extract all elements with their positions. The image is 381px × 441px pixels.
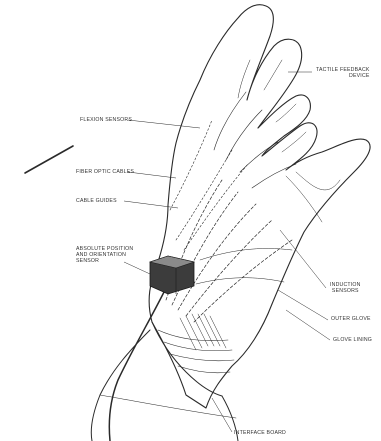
label-cable-guides: CABLE GUIDES: [76, 198, 117, 204]
label-outer-glove: OUTER GLOVE: [331, 316, 371, 322]
label-interface-board: INTERFACE BOARD: [234, 430, 286, 436]
interface-board-hatch: [180, 314, 226, 350]
position-sensor-box: [150, 256, 194, 294]
glove-cuff: [152, 322, 222, 396]
label-flexion-sensors: FLEXION SENSORS: [80, 117, 132, 123]
label-tactile-feedback: TACTILE FEEDBACK DEVICE: [316, 67, 370, 79]
label-glove-lining: GLOVE LINING: [333, 337, 372, 343]
label-absolute-position-sensor: ABSOLUTE POSITION AND ORIENTATION SENSOR: [76, 246, 133, 265]
pen-stroke-left: [25, 146, 73, 173]
label-fiber-optic-cables: FIBER OPTIC CABLES: [76, 169, 134, 175]
label-induction-sensors: INDUCTION SENSORS: [330, 282, 361, 294]
